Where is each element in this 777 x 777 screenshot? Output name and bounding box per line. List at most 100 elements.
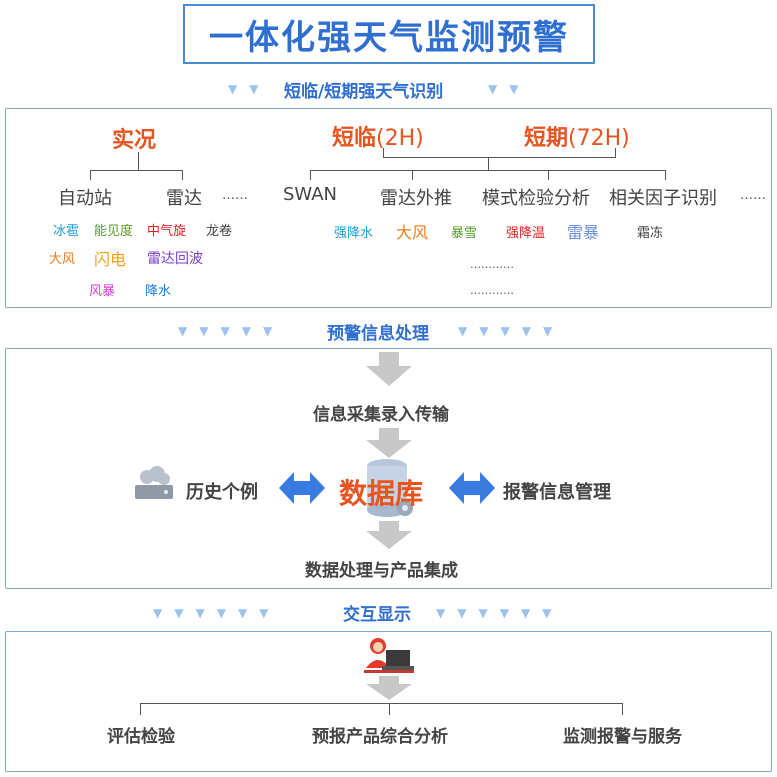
item-precipitation: 降水 — [145, 284, 172, 299]
down-arrow-icon: ▼ — [249, 82, 259, 96]
down-arrow-icon: ▼ — [436, 606, 446, 620]
down-arrow-icon: ▼ — [262, 324, 273, 338]
alarm-info-management: 报警信息管理 — [503, 482, 611, 503]
heading-duanqi-paren: (72H) — [568, 126, 630, 151]
output-bar — [140, 703, 623, 704]
heading-shikuang: 实况 — [112, 128, 157, 153]
item-lightning: 闪电 — [94, 250, 127, 269]
section-label-display: 交互显示 — [343, 605, 411, 625]
item-storm: 风暴 — [89, 284, 116, 299]
output-drop1 — [140, 703, 141, 715]
history-cases: 历史个例 — [186, 482, 258, 503]
arrows-right-1: ▼ ▼ — [488, 82, 518, 96]
section-label-identify: 短临/短期强天气识别 — [284, 82, 444, 102]
step-integration: 数据处理与产品集成 — [305, 561, 458, 581]
cat-radar-extrapolation: 雷达外推 — [380, 188, 452, 209]
section-label-processing: 预警信息处理 — [327, 324, 429, 344]
heading-duanqi: 短期(72H) — [524, 120, 630, 152]
item-hail: 冰雹 — [53, 224, 80, 239]
page-title: 一体化强天气监测预警 — [209, 17, 569, 58]
flow-arrow-1 — [366, 352, 412, 386]
item-mesocyclone: 中气旋 — [147, 224, 187, 239]
tree-left-drop2 — [182, 170, 183, 180]
down-arrow-icon: ▼ — [458, 324, 468, 338]
operator-icon — [364, 638, 414, 673]
item-visibility: 能见度 — [94, 224, 134, 239]
panel-display — [5, 631, 772, 772]
cat-auto-station: 自动站 — [58, 188, 112, 209]
cat-swan: SWAN — [283, 184, 338, 205]
tree-right-drop4 — [665, 170, 666, 180]
tree-right-drop1 — [310, 170, 311, 180]
item-cold-drop: 强降温 — [506, 226, 546, 241]
arrows-right-2: ▼ ▼ ▼ ▼ ▼ — [458, 324, 552, 338]
down-arrow-icon: ▼ — [500, 324, 510, 338]
item-strong-wind: 大风 — [396, 223, 429, 242]
arrows-right-3: ▼ ▼ ▼ ▼ ▼ ▼ — [436, 606, 551, 620]
flow-arrow-3 — [366, 521, 412, 549]
heading-duanlin-text: 短临 — [332, 126, 377, 151]
step-collection: 信息采集录入传输 — [313, 405, 449, 425]
database-label: 数据库 — [339, 477, 424, 510]
down-arrow-icon: ▼ — [457, 606, 467, 620]
down-arrow-icon: ▼ — [178, 324, 188, 338]
cat-factor-identification: 相关因子识别 — [609, 188, 717, 209]
arrows-left-2: ▼ ▼ ▼ ▼ ▼ — [178, 324, 272, 338]
down-arrow-icon: ▼ — [237, 606, 248, 620]
output-monitoring-service: 监测报警与服务 — [563, 727, 682, 747]
flow-arrow-2 — [366, 428, 412, 458]
double-arrow-right — [449, 472, 495, 504]
output-forecast-analysis: 预报产品综合分析 — [312, 727, 448, 747]
cat-right-ellipsis: …… — [740, 188, 766, 203]
down-arrow-icon: ▼ — [220, 324, 230, 338]
down-arrow-icon: ▼ — [488, 82, 498, 96]
item-blizzard: 暴雪 — [451, 226, 478, 241]
tree-left-drop1 — [90, 170, 91, 180]
tree-left-stem — [138, 152, 139, 170]
right-dots-row1: ………… — [470, 258, 514, 271]
down-arrow-icon: ▼ — [542, 606, 552, 620]
item-heavy-rain: 强降水 — [334, 226, 374, 241]
down-arrow-icon: ▼ — [195, 606, 205, 620]
arrows-left-1: ▼ ▼ — [228, 82, 258, 96]
down-arrow-icon: ▼ — [153, 606, 163, 620]
down-arrow-icon: ▼ — [174, 606, 184, 620]
output-evaluation: 评估检验 — [107, 727, 175, 747]
item-frost: 霜冻 — [637, 226, 664, 241]
tree-right-drop3 — [548, 170, 549, 180]
arrows-left-3: ▼ ▼ ▼ ▼ ▼ ▼ — [153, 606, 268, 620]
double-arrow-left — [279, 472, 325, 504]
tree-left-bar — [90, 170, 183, 171]
bracket-duanqi-right — [615, 148, 616, 158]
bracket-duanlin-bottom — [383, 157, 615, 158]
panel-identify — [5, 108, 772, 308]
down-arrow-icon: ▼ — [542, 324, 553, 338]
item-tornado: 龙卷 — [206, 224, 233, 239]
bracket-center-stem — [488, 157, 489, 171]
down-arrow-icon: ▼ — [520, 606, 531, 620]
title-box: 一体化强天气监测预警 — [183, 4, 595, 64]
database-icon — [367, 459, 413, 517]
down-arrow-icon: ▼ — [228, 82, 238, 96]
down-arrow-icon: ▼ — [478, 606, 488, 620]
down-arrow-icon: ▼ — [521, 324, 531, 338]
down-arrow-icon: ▼ — [499, 606, 509, 620]
cat-model-verification: 模式检验分析 — [482, 188, 590, 209]
cloud-storage-icon — [135, 466, 173, 499]
flow-arrow-4 — [366, 676, 412, 700]
item-thunderstorm: 雷暴 — [567, 223, 600, 242]
heading-duanqi-text: 短期 — [524, 126, 569, 151]
cat-radar: 雷达 — [166, 188, 202, 209]
down-arrow-icon: ▼ — [509, 82, 519, 96]
tree-right-drop2 — [412, 170, 413, 180]
cat-left-ellipsis: …… — [222, 188, 248, 203]
output-drop2 — [389, 703, 390, 715]
down-arrow-icon: ▼ — [479, 324, 489, 338]
item-gale: 大风 — [49, 252, 76, 267]
down-arrow-icon: ▼ — [199, 324, 209, 338]
down-arrow-icon: ▼ — [259, 606, 269, 620]
tree-right-bar — [310, 170, 665, 171]
output-drop3 — [622, 703, 623, 715]
right-dots-row2: ………… — [470, 284, 514, 297]
heading-duanlin-paren: (2H) — [376, 126, 424, 151]
